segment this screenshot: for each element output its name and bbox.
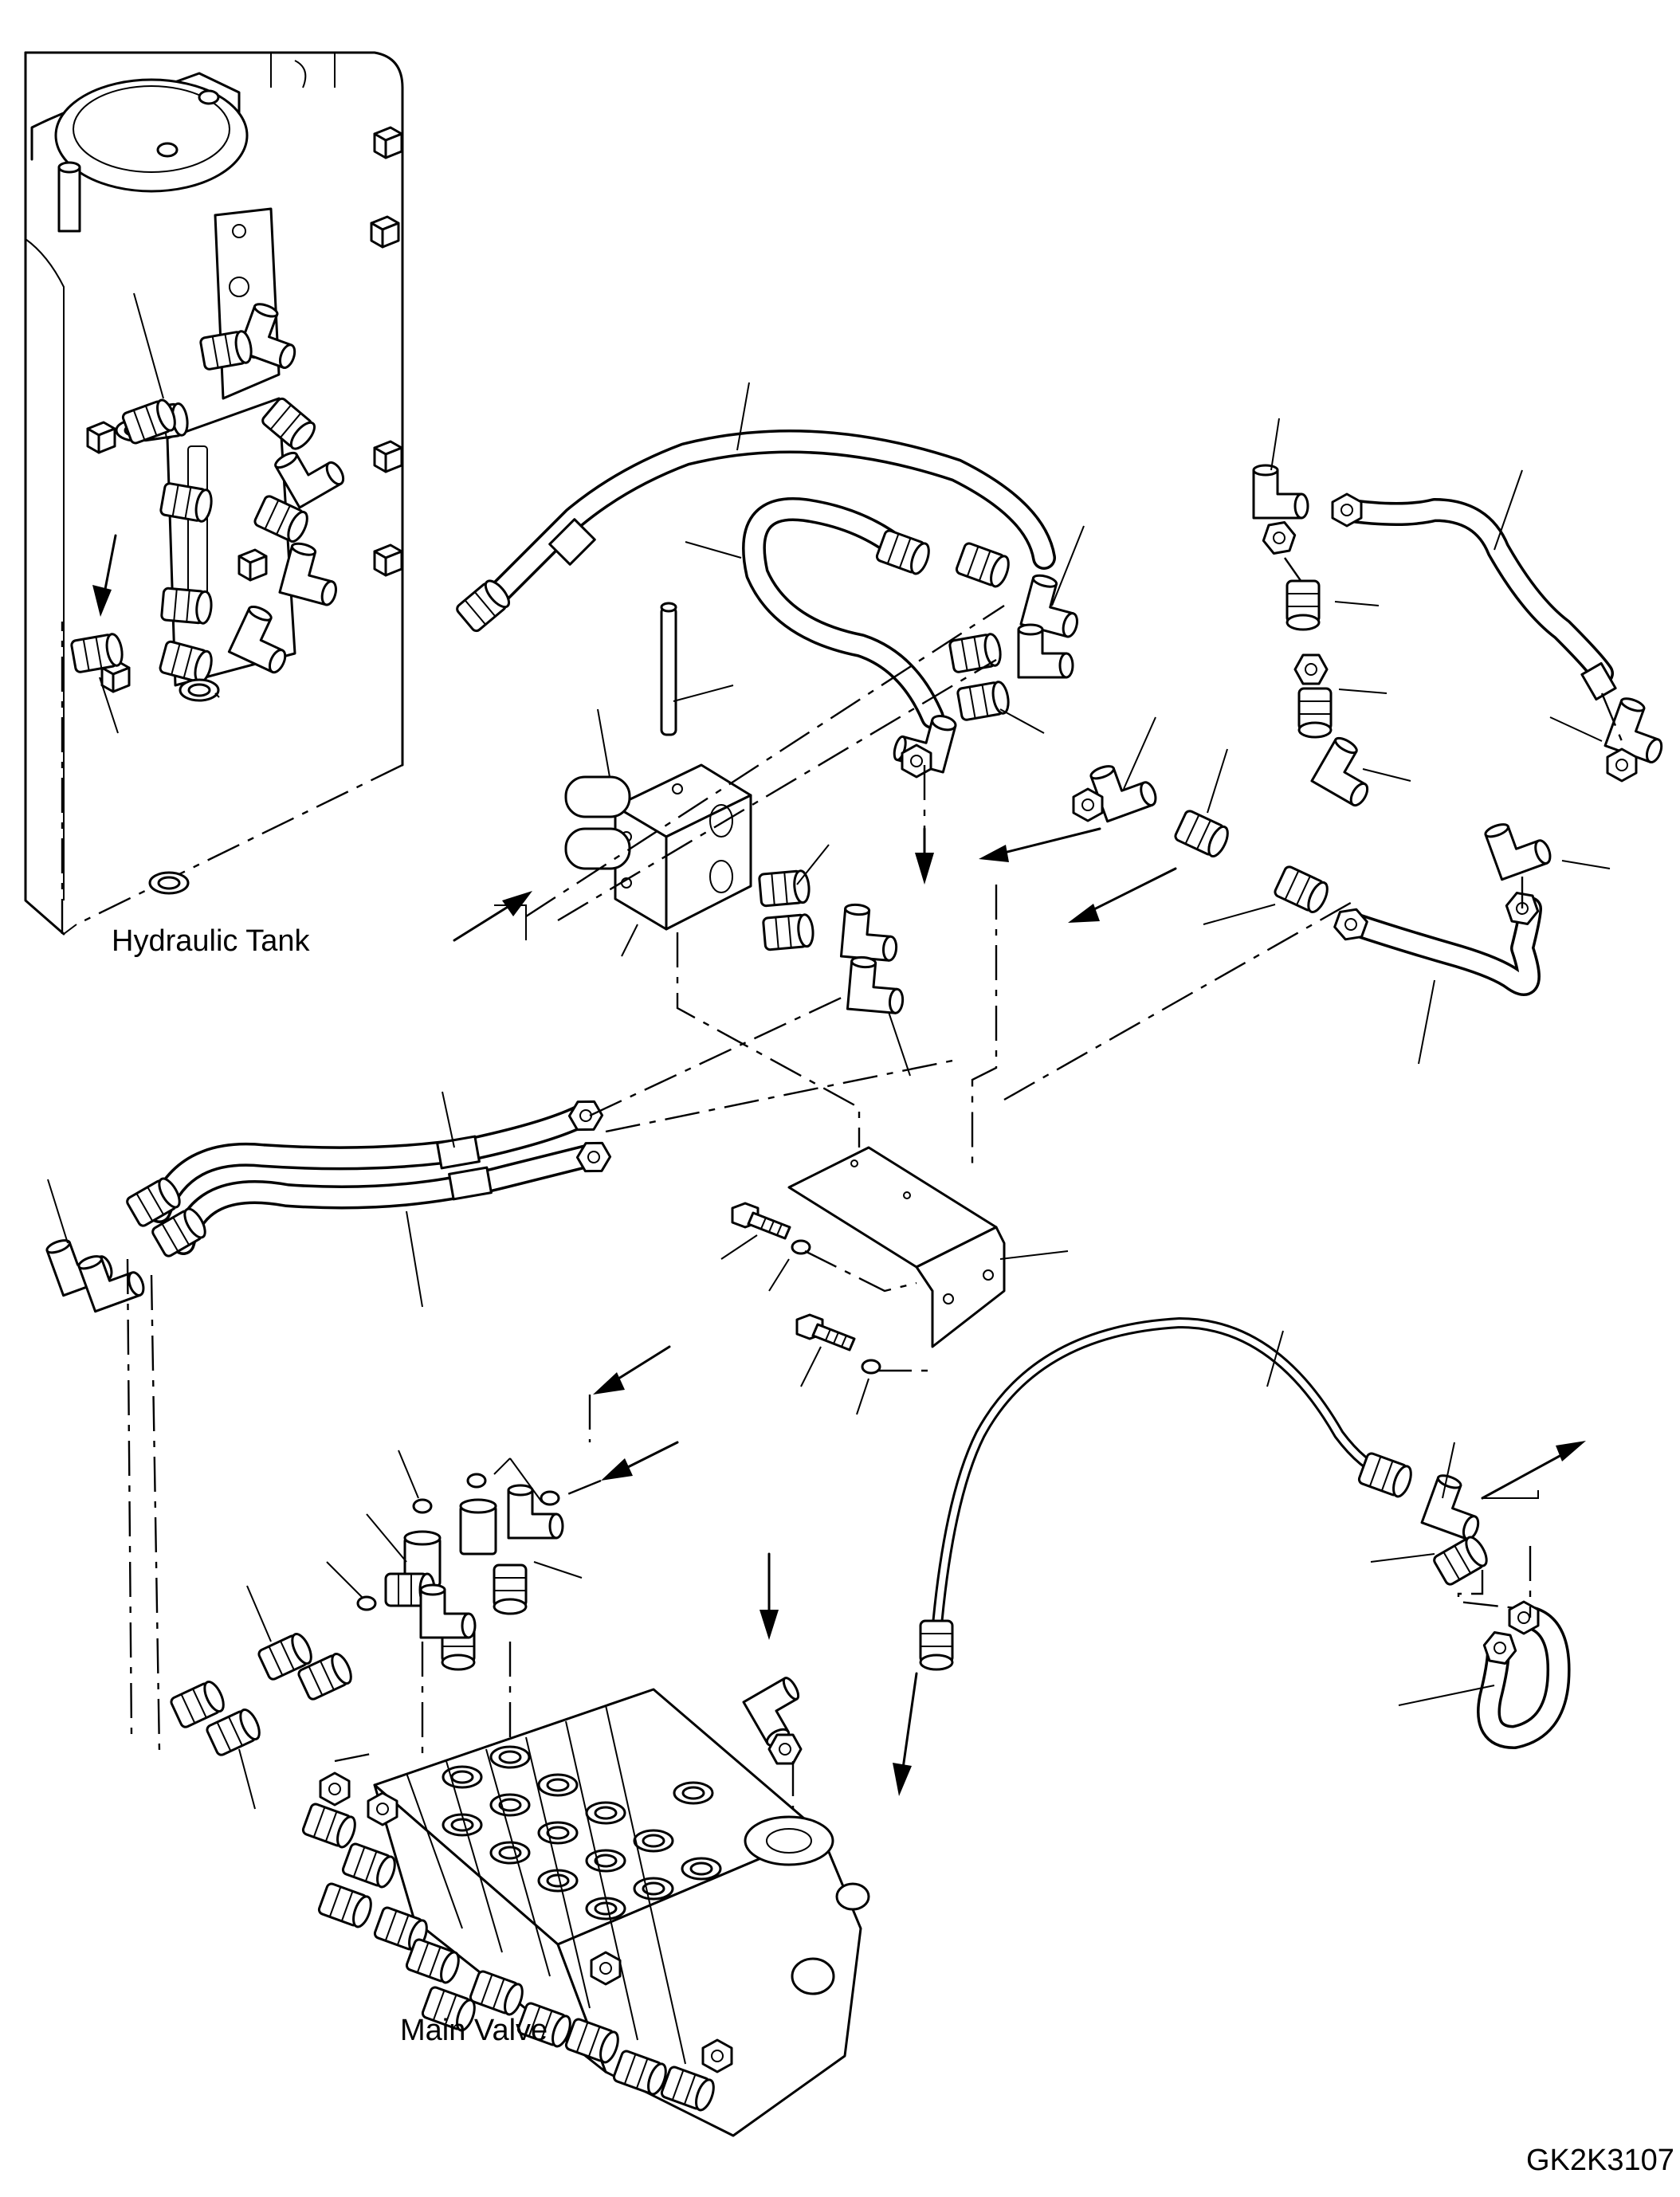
mounting-bracket (720, 1146, 1069, 1415)
right-hose-chain (1252, 418, 1676, 810)
long-hose (893, 1316, 1586, 1796)
main-valve (300, 1688, 870, 2137)
central-fittings (948, 525, 1089, 734)
main-valve-label: Main Valve (400, 2014, 548, 2047)
middle-right-fittings (971, 716, 1611, 1163)
flow-arrows (92, 534, 1005, 942)
drawing-number: GK2K3107 (1526, 2144, 1674, 2177)
hose-tank-to-block (453, 382, 1056, 634)
left-hose-pair (44, 995, 957, 1754)
distribution-block (494, 602, 911, 1148)
hydraulic-tank (24, 51, 404, 936)
hose-u-loop (685, 497, 1014, 779)
hydraulic-tank-label: Hydraulic Tank (112, 924, 311, 958)
